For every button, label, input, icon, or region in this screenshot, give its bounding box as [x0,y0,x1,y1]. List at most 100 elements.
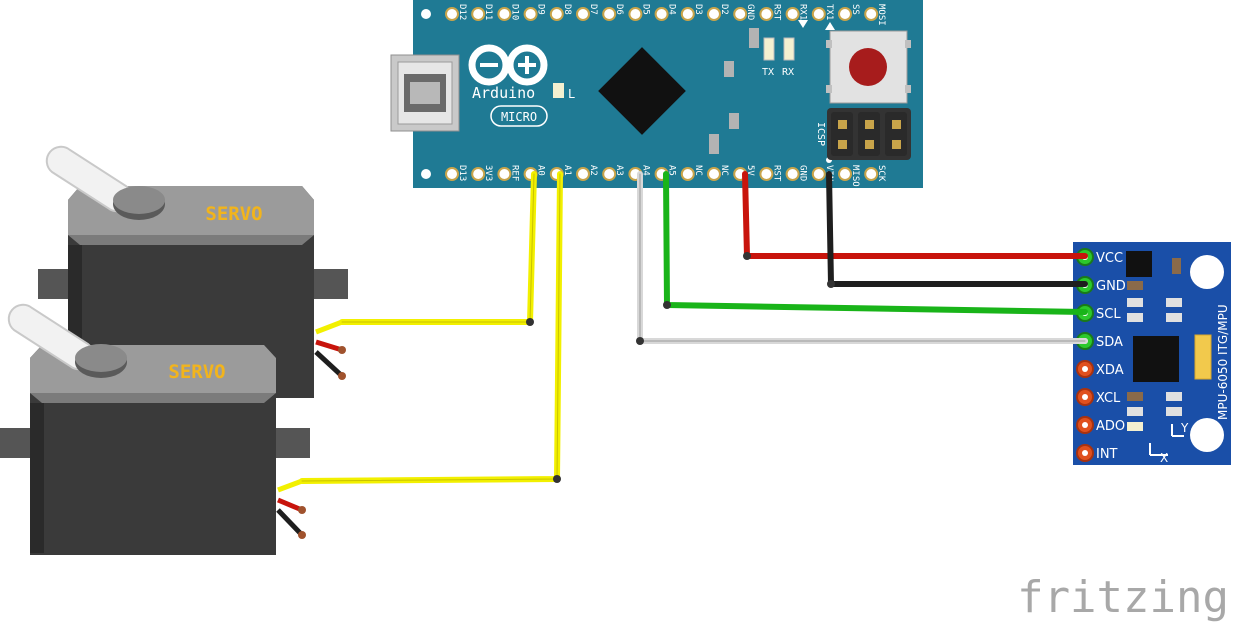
header-pin-label: A1 [562,165,572,176]
header-pin-label: MISO [850,165,860,187]
header-pin [445,167,459,181]
header-pin-label: A4 [640,165,650,176]
wire-scl [663,171,1088,315]
header-pin [759,7,774,21]
micro-badge [490,105,548,127]
regulator-chip [1126,251,1152,277]
header-pin-label: RX1 [798,4,808,20]
header-pin-label: SS [850,4,860,15]
header-pin [576,7,590,21]
header-pin [707,167,721,181]
header-pin [759,167,774,181]
smd-component [709,134,719,154]
arduino-logo-icon [468,44,548,86]
arduino-brand-label: Arduino [472,84,535,102]
axis-icon [1149,424,1184,456]
header-pin-label: D11 [483,4,493,20]
header-pin [811,7,826,21]
header-pin-label: D10 [509,4,519,20]
header-pin-label: GND [745,4,755,20]
header-pin-label: NC [693,165,703,176]
header-pin [838,167,852,181]
smd-component [724,61,734,77]
mpu-pin-label: ADO [1096,419,1125,434]
header-pin [785,167,800,181]
main-chip [598,47,686,135]
wire-servo1-signal [339,171,537,325]
header-pin-label: MOSI [876,4,886,26]
header-pin-label: D6 [614,4,624,15]
header-pin-label: A2 [588,165,598,176]
header-pin-label: 5V [745,165,755,176]
header-pin-label: D2 [719,4,729,15]
header-pin-label: NC [719,165,729,176]
header-pin-label: A5 [667,165,677,176]
header-pin-label: D9 [536,4,546,15]
header-pin [471,7,486,21]
header-pin-label: 3V3 [483,165,493,181]
mpu-pin-label: XDA [1096,363,1124,378]
mpu-title: MPU-6050 ITG/MPU [1216,304,1230,420]
header-pin-label: D4 [667,4,677,15]
header-pin-label: RST [771,4,781,21]
mpu-pin-hole [1082,422,1088,428]
header-pin [707,7,721,21]
servo-2: SERVO [0,303,310,555]
header-pin-label: RST [771,165,781,182]
header-pin [680,167,695,181]
header-pin-label: A3 [614,165,624,176]
header-pin [864,7,879,21]
header-pin-label: D3 [693,4,703,15]
header-pin [602,167,617,181]
header-pin [733,7,748,21]
mpu-pin-label: VCC [1096,251,1123,266]
wire-gnd [826,171,1088,287]
header-pin-label: TX1 [824,4,834,20]
wires [299,171,1088,484]
header-pin-label: D5 [640,4,650,15]
led-l-label: L [568,87,575,101]
header-pin-label: D7 [588,4,598,15]
header-pin [785,7,800,21]
axis-x-label: X [1160,451,1168,465]
led-l [553,83,564,98]
header-pin [864,167,879,181]
servo-1-label: SERVO [205,203,262,225]
mpu-chip [1133,336,1179,382]
header-pin-label: SCK [876,165,886,182]
usb-connector [390,54,460,132]
rx-led [783,37,795,61]
reset-button[interactable] [826,30,911,104]
mounting-hole [1190,255,1224,289]
servo-2-label: SERVO [168,361,225,383]
capacitor [1194,334,1212,380]
pin-marker [421,9,431,19]
header-pin [497,167,512,181]
icsp-label: ICSP [815,122,826,146]
smd-component [729,113,739,129]
mpu-pin-label: GND [1096,279,1126,294]
servo-1-leads [314,319,346,380]
arduino-model-label: MICRO [501,110,537,124]
header-pin [576,167,590,181]
header-pin [838,7,852,21]
mpu-pin-label: SCL [1096,307,1121,322]
mpu-pin-label: XCL [1096,391,1121,406]
mpu-pin-label: SDA [1096,335,1123,350]
tx-arrow-icon [825,22,835,30]
header-pin [523,7,538,21]
header-pin-label: A0 [536,165,546,176]
tx-led [763,37,775,61]
header-pin [811,167,826,181]
mounting-hole [1190,418,1224,452]
header-pin-label: GND [798,165,808,181]
mpu-pin-hole [1082,366,1088,372]
header-pin-label: D8 [562,4,572,15]
header-pin [471,167,486,181]
header-pin [654,7,669,21]
header-pin [628,7,643,21]
servo-2-leads [276,478,306,539]
rx-label: RX [782,67,794,78]
